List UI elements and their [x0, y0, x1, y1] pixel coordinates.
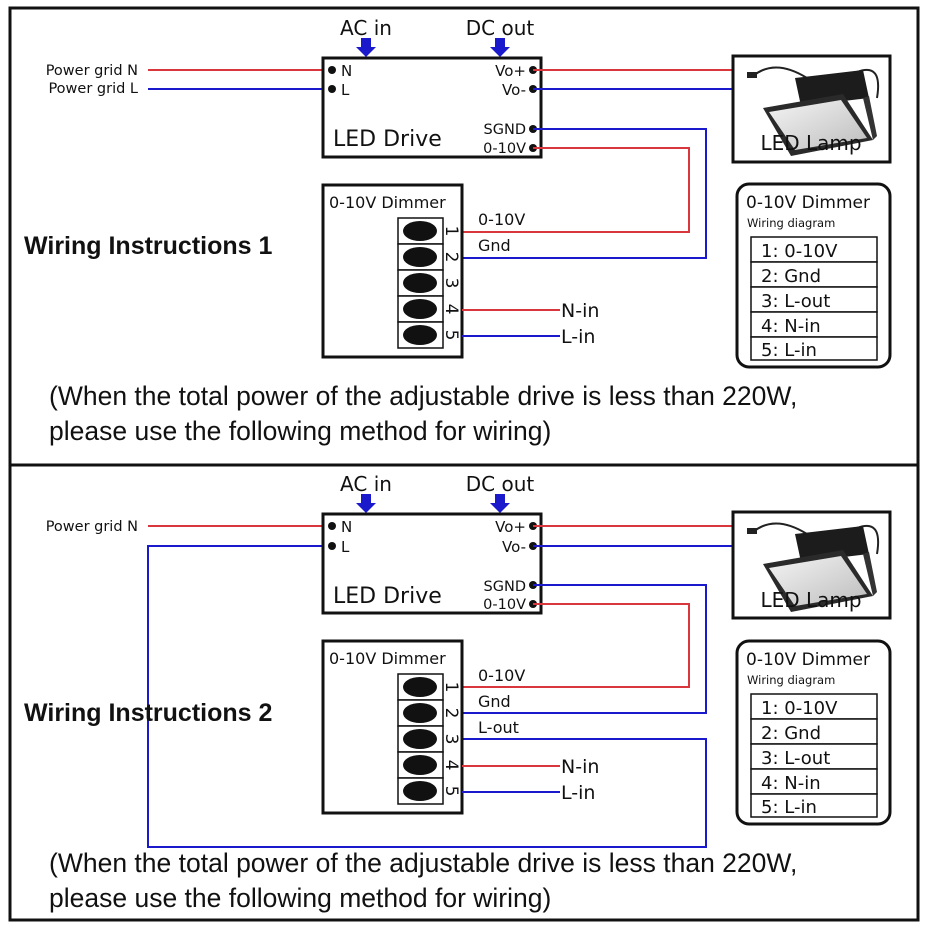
terminal-screw — [403, 247, 437, 267]
wire-label-gnd: Gnd — [478, 692, 511, 711]
legend-row: 3: L-out — [761, 291, 830, 312]
terminal-screw — [403, 781, 437, 801]
legend-title: 0-10V Dimmer — [746, 193, 870, 213]
panel-title: Wiring Instructions 1 — [24, 232, 272, 260]
legend-row: 2: Gnd — [761, 723, 821, 744]
drive-0-10v-label: 0-10V — [483, 597, 526, 613]
terminal-n — [328, 522, 336, 530]
power-grid-n-label: Power grid N — [46, 519, 138, 535]
terminal-screw — [403, 299, 437, 319]
legend-row: 5: L-in — [761, 797, 817, 818]
ac-in-label: AC in — [340, 472, 392, 496]
n-in-label: N-in — [561, 756, 599, 778]
legend-row: 5: L-in — [761, 340, 817, 361]
drive-output-vplus: Vo+ — [495, 62, 526, 80]
legend-subtitle: Wiring diagram — [747, 673, 835, 687]
note-line-2: please use the following method for wiri… — [49, 883, 551, 913]
dimmer-terminal-block — [397, 217, 444, 349]
l-out-loop-wire — [147, 545, 707, 848]
legend-row: 1: 0-10V — [761, 241, 838, 262]
dimmer-title: 0-10V Dimmer — [329, 193, 446, 212]
legend-row: 4: N-in — [761, 316, 821, 337]
drive-0-10v-label: 0-10V — [483, 141, 526, 157]
dc-out-label: DC out — [466, 472, 535, 496]
power-grid-l-label: Power grid L — [48, 81, 138, 97]
led-lamp-label: LED Lamp — [760, 131, 861, 155]
led-lamp-label: LED Lamp — [760, 588, 861, 612]
wire-label-l-out: L-out — [478, 718, 519, 737]
terminal-number: 3 — [441, 278, 461, 289]
terminal-l — [328, 542, 336, 550]
terminal-number: 1 — [441, 682, 461, 693]
drive-input-l: L — [341, 81, 350, 99]
dimmer-title: 0-10V Dimmer — [329, 649, 446, 668]
l-in-label: L-in — [561, 782, 595, 804]
led-drive-title: LED Drive — [333, 127, 442, 152]
terminal-n — [328, 66, 336, 74]
legend-subtitle: Wiring diagram — [747, 216, 835, 230]
panel-title: Wiring Instructions 2 — [24, 699, 272, 727]
panel-2-frame — [8, 463, 920, 922]
terminal-screw — [403, 729, 437, 749]
ac-in-arrow-icon — [356, 494, 376, 513]
terminal-number: 2 — [441, 708, 461, 719]
dc-out-arrow-icon — [490, 38, 510, 57]
note-line-1: (When the total power of the adjustable … — [49, 848, 797, 878]
l-in-label: L-in — [561, 326, 595, 348]
dim-0-10v-wire — [462, 603, 690, 688]
terminal-number: 3 — [441, 734, 461, 745]
n-in-label: N-in — [561, 300, 599, 322]
drive-output-vminus: Vo- — [502, 538, 526, 556]
legend-title: 0-10V Dimmer — [746, 650, 870, 670]
terminal-number: 1 — [441, 226, 461, 237]
dc-out-label: DC out — [466, 16, 535, 40]
drive-input-l: L — [341, 538, 350, 556]
led-drive-title: LED Drive — [333, 584, 442, 609]
drive-input-n: N — [341, 518, 352, 536]
drive-sgnd-label: SGND — [484, 579, 526, 595]
sgnd-wire — [462, 584, 707, 714]
led-drive-box — [321, 56, 543, 159]
terminal-screw — [403, 221, 437, 241]
terminal-screw — [403, 273, 437, 293]
panel-1: AC in DC out Power grid N Power grid L N… — [24, 16, 892, 446]
note-line-2: please use the following method for wiri… — [49, 416, 551, 446]
note-line-1: (When the total power of the adjustable … — [49, 381, 797, 411]
terminal-screw — [403, 677, 437, 697]
legend-row: 1: 0-10V — [761, 698, 838, 719]
ac-in-label: AC in — [340, 16, 392, 40]
terminal-number: 5 — [441, 786, 461, 797]
drive-sgnd-label: SGND — [484, 122, 526, 138]
drive-output-vplus: Vo+ — [495, 518, 526, 536]
terminal-screw — [403, 703, 437, 723]
terminal-number: 4 — [441, 304, 461, 315]
terminal-number: 5 — [441, 330, 461, 341]
legend-row: 2: Gnd — [761, 266, 821, 287]
dimmer-terminal-block — [397, 673, 444, 805]
dc-out-arrow-icon — [490, 494, 510, 513]
legend-table — [750, 236, 878, 361]
led-drive-box — [321, 512, 543, 615]
terminal-l — [328, 85, 336, 93]
terminal-number: 4 — [441, 760, 461, 771]
terminal-screw — [403, 755, 437, 775]
power-grid-n-label: Power grid N — [46, 63, 138, 79]
ac-in-arrow-icon — [356, 38, 376, 57]
wire-label-gnd: Gnd — [478, 236, 511, 255]
legend-table — [750, 693, 878, 818]
legend-row: 3: L-out — [761, 748, 830, 769]
terminal-screw — [403, 325, 437, 345]
terminal-number: 2 — [441, 252, 461, 263]
sgnd-wire — [462, 128, 707, 259]
wire-label-0-10v: 0-10V — [478, 210, 525, 229]
drive-output-vminus: Vo- — [502, 81, 526, 99]
drive-input-n: N — [341, 62, 352, 80]
legend-row: 4: N-in — [761, 773, 821, 794]
dim-0-10v-wire — [462, 147, 690, 233]
wire-label-0-10v: 0-10V — [478, 666, 525, 685]
panel-2: AC in DC out Power grid N N L Vo+ Vo- SG… — [24, 472, 892, 913]
